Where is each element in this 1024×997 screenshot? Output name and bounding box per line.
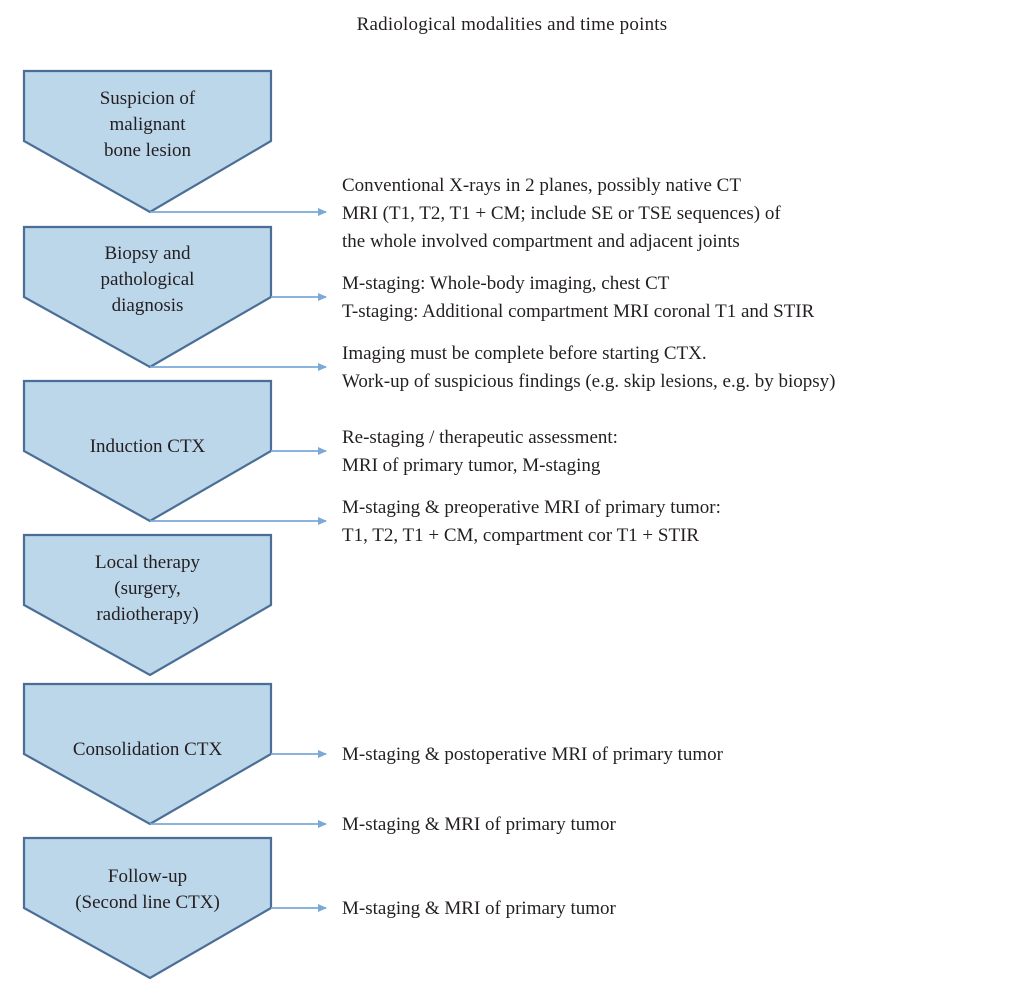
page-title: Radiological modalities and time points: [356, 14, 668, 35]
annotation-text-4: Re-staging / therapeutic assessment: MRI…: [342, 427, 618, 476]
annotation-text-3: Imaging must be complete before starting…: [342, 343, 836, 392]
node-shape-consolidation-ctx[interactable]: [22, 682, 273, 826]
node-shape-induction-ctx[interactable]: [22, 379, 273, 523]
node-shape-biopsy[interactable]: [22, 225, 273, 369]
annotation-text-6: M-staging & postoperative MRI of primary…: [342, 744, 723, 765]
annotation-text-7: M-staging & MRI of primary tumor: [342, 814, 616, 835]
annotation-text-2: M-staging: Whole-body imaging, chest CT …: [342, 273, 815, 322]
annotation-text-5: M-staging & preoperative MRI of primary …: [342, 497, 721, 546]
node-shape-local-therapy[interactable]: [22, 533, 273, 677]
node-shape-follow-up[interactable]: [22, 836, 273, 980]
annotation-text-1: Conventional X-rays in 2 planes, possibl…: [342, 175, 781, 252]
annotation-text-8: M-staging & MRI of primary tumor: [342, 898, 616, 919]
node-shape-suspicion[interactable]: [22, 69, 273, 214]
